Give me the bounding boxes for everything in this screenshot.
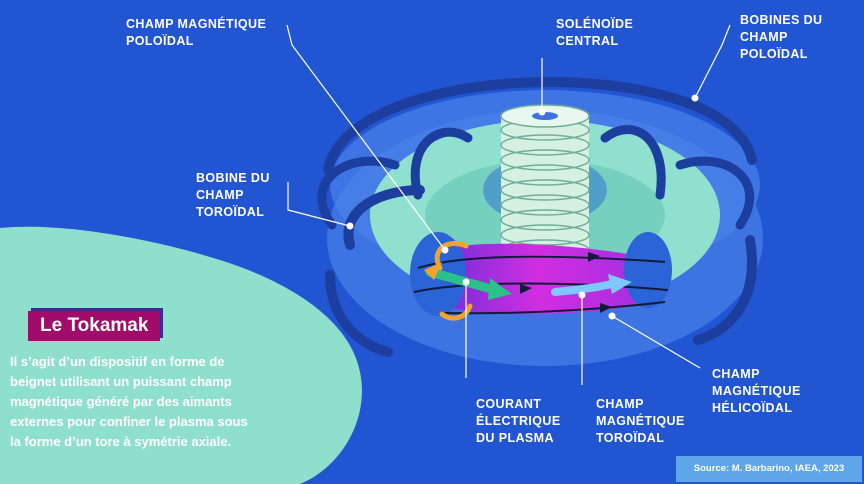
- plasma-current-arrow: [425, 267, 512, 300]
- label-poloidal-coils: BOBINES DU CHAMP POLOÏDAL: [740, 13, 823, 61]
- label-central-solenoid: SOLÉNOÏDE CENTRAL: [556, 17, 634, 48]
- info-panel-background: [0, 226, 362, 484]
- poloidal-coils-front: [325, 185, 757, 357]
- description-text: Il s’agit d’un dispositif en forme de be…: [10, 354, 248, 449]
- leader-dots: [346, 94, 699, 320]
- title-badge: Le Tokamak: [28, 311, 161, 341]
- label-poloidal-field: CHAMP MAGNÉTIQUE POLOÏDAL: [126, 17, 267, 48]
- central-solenoid: [500, 104, 590, 261]
- toroidal-field-arrow: [551, 274, 632, 296]
- torus-cross-section-right: [624, 232, 672, 308]
- label-helical-field: CHAMP MAGNÉTIQUE HÉLICOÏDAL: [712, 367, 801, 415]
- label-plasma-current: COURANT ÉLECTRIQUE DU PLASMA: [476, 397, 561, 445]
- field-line-arrows: [520, 252, 612, 313]
- source-credit: Source: M. Barbarino, IAEA, 2023: [676, 456, 862, 482]
- poloidal-coil-back: [323, 76, 757, 175]
- leader-lines: [286, 24, 731, 385]
- label-toroidal-field: CHAMP MAGNÉTIQUE TOROÏDAL: [596, 397, 685, 445]
- label-toroidal-coil: BOBINE DU CHAMP TOROÏDAL: [196, 171, 270, 219]
